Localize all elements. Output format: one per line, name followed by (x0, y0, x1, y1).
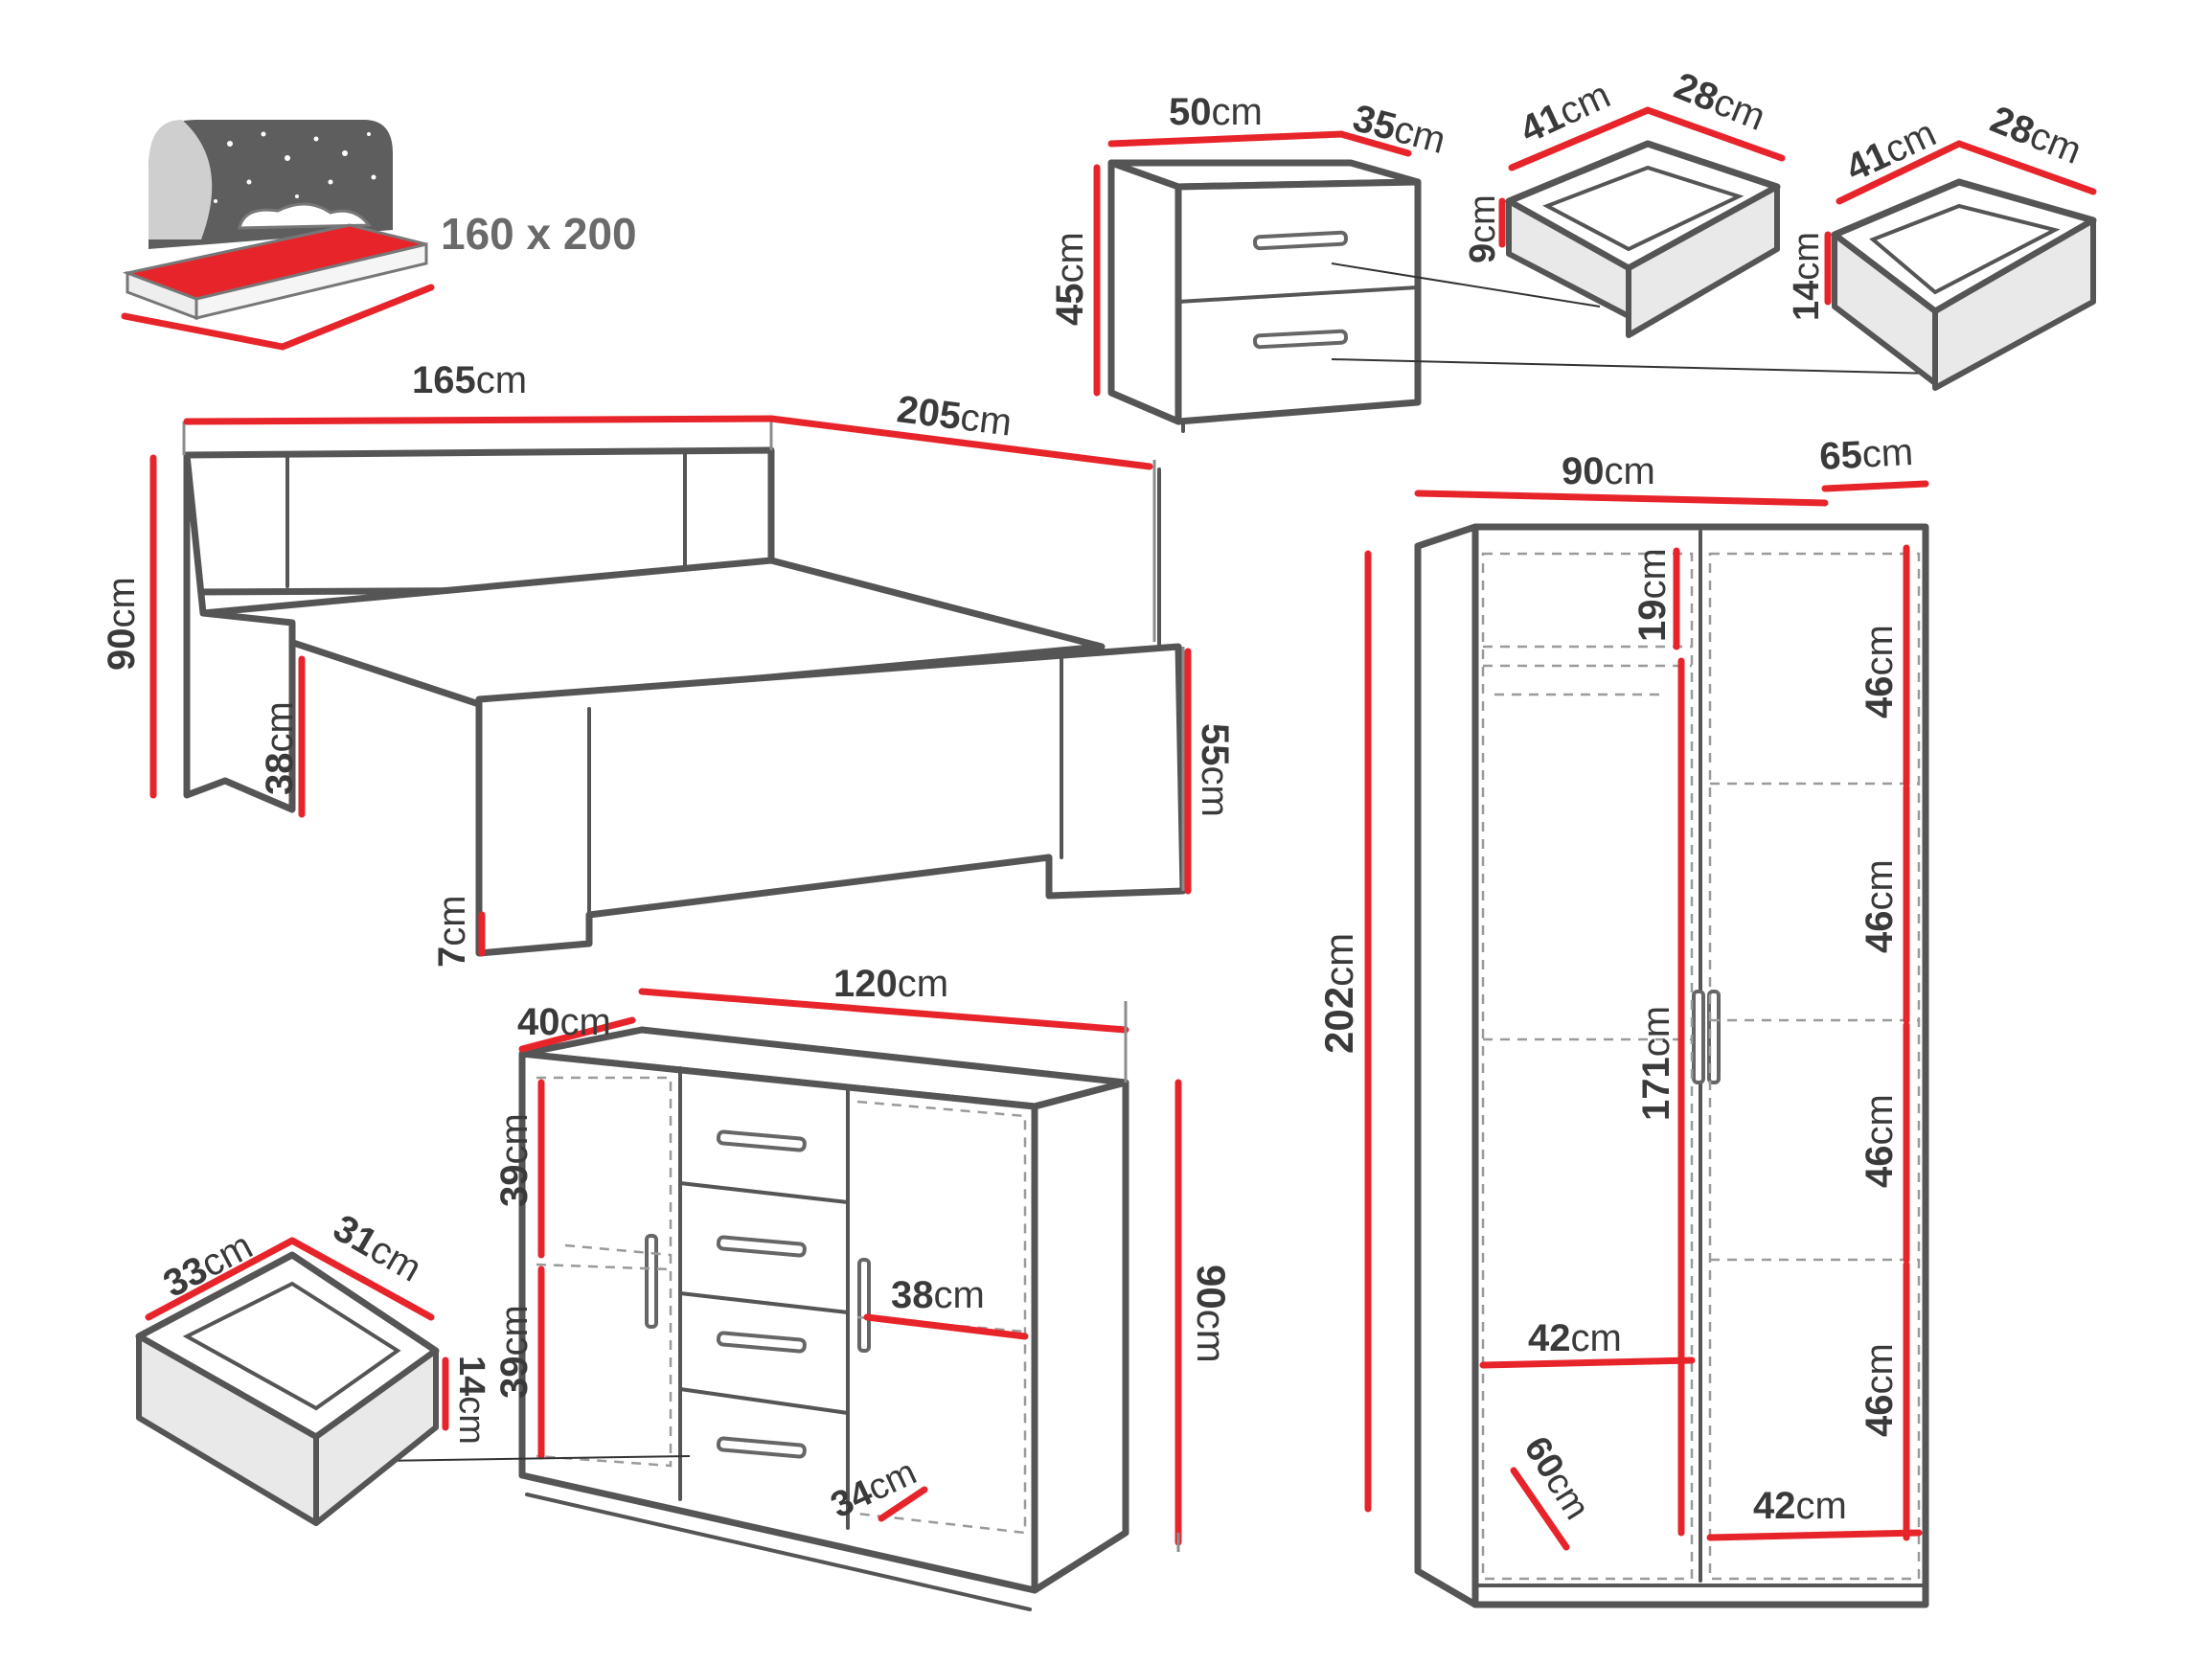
sideboard-drawer-side (313, 1348, 439, 1526)
sideboard-width-line (638, 988, 1129, 1034)
sideboard-depth-label: 40cm (517, 1001, 611, 1043)
sideboard-width-label: 120cm (833, 963, 948, 1005)
wardrobe-width-label: 90cm (1562, 450, 1655, 492)
sideboard-drawer-height-label: 14cm (451, 1356, 491, 1445)
sideboard-inner-depth-line (878, 1486, 928, 1522)
nightstand-side (1107, 159, 1182, 425)
wardrobe-depth-label: 65cm (1818, 431, 1914, 478)
nightstand-front (1174, 178, 1422, 425)
bed-frame-height-label: 38cm (259, 701, 301, 795)
bed-width-label: 165cm (412, 359, 527, 401)
drawer-bottom-side (1932, 217, 2096, 391)
sideboard-shelf-lower-label: 39cm (493, 1305, 536, 1399)
nightstand-drawer-top: 41cm 28cm 9cm (1463, 65, 1786, 338)
nightstand-depth-line (1337, 130, 1412, 157)
sideboard-drawing: 120cm 40cm 90cm 39cm 39cm 38cm 34cm (377, 963, 1234, 1611)
sideboard-inner-width-line (863, 1313, 1029, 1340)
sideboard-height-label: 90cm (1189, 1265, 1234, 1363)
wardrobe-right-width-line (1706, 1529, 1923, 1541)
nightstand-handle-bottom (1253, 329, 1348, 350)
moon-icon (148, 120, 213, 239)
bed-leg-height-label: 7cm (431, 895, 473, 968)
nightstand-drawer-bottom: 41cm 28cm 14cm (1787, 99, 2097, 391)
wardrobe-width-line (1414, 490, 1829, 507)
mattress-icon: 160 x 200 (121, 120, 637, 351)
wardrobe-height-label: 202cm (1316, 933, 1361, 1054)
sideboard-drawer-depth-label: 31cm (327, 1207, 429, 1290)
wardrobe-hanging-label: 171cm (1635, 1006, 1677, 1121)
sideboard-inner-width-label: 38cm (891, 1274, 985, 1316)
bed-head-height-label: 90cm (101, 577, 143, 671)
nightstand-width-label: 50cm (1169, 91, 1263, 133)
nightstand-drawing: 50cm 35cm 45cm (1049, 91, 1936, 433)
drawer-top-side (1626, 184, 1780, 338)
bed-width-line (183, 415, 775, 425)
wardrobe-shelf-label-3: 46cm (1859, 1094, 1901, 1188)
pillow-icon (238, 202, 372, 230)
drawer-bottom-height-label: 14cm (1787, 232, 1827, 321)
bed-length-line (767, 415, 1153, 470)
nightstand-height-label: 45cm (1049, 232, 1091, 326)
mattress-dimension-arrow (121, 284, 435, 351)
drawer-top-depth-label: 28cm (1669, 65, 1771, 139)
drawer-top-depth-line (1644, 106, 1786, 162)
sideboard-drawer: 33cm 31cm 14cm (135, 1207, 491, 1526)
wardrobe-side (1414, 523, 1479, 1608)
wardrobe-left-width-label: 42cm (1528, 1317, 1622, 1359)
footboard (475, 643, 1187, 957)
mattress-size-label: 160 x 200 (441, 209, 637, 259)
bed-top-surface (199, 557, 1106, 708)
wardrobe-depth-line (1821, 480, 1929, 492)
nightstand-handle-top (1253, 230, 1348, 251)
wardrobe-shelf-label-4: 46cm (1859, 1343, 1901, 1437)
bed-drawing: 165cm 205cm 90cm 38cm 55cm 7cm (101, 359, 1236, 968)
wardrobe-top-shelf-label: 19cm (1631, 548, 1674, 642)
wardrobe-right-width-label: 42cm (1753, 1485, 1847, 1527)
nightstand-depth-label: 35cm (1349, 97, 1450, 162)
wardrobe-left-width-line (1479, 1356, 1696, 1369)
wardrobe-shelf-label-2: 46cm (1859, 859, 1901, 953)
wardrobe-inner-depth-line (1510, 1467, 1570, 1551)
sideboard-depth-line (518, 1016, 636, 1053)
nightstand-width-line (1107, 130, 1345, 148)
drawer-top-height-label: 9cm (1463, 194, 1503, 263)
drawer-bottom-width-line (1836, 140, 1963, 205)
drawer-top-width-label: 41cm (1514, 74, 1616, 151)
sideboard-drawer-depth-line (288, 1237, 435, 1321)
bed-foot-height-label: 55cm (1194, 723, 1236, 817)
sideboard-side (1031, 1079, 1129, 1594)
drawer-top-width-line (1508, 106, 1652, 171)
wardrobe-drawing: 90cm 65cm 202cm 19cm 171cm 46cm 46cm 46c… (1316, 431, 1929, 1608)
sideboard-drawer-width-line (145, 1237, 296, 1321)
drawer-bottom-depth-line (1955, 140, 2097, 195)
wardrobe-shelf-label-1: 46cm (1859, 625, 1901, 718)
sideboard-shelf-upper-label: 39cm (493, 1113, 536, 1207)
bed-length-label: 205cm (895, 388, 1015, 444)
